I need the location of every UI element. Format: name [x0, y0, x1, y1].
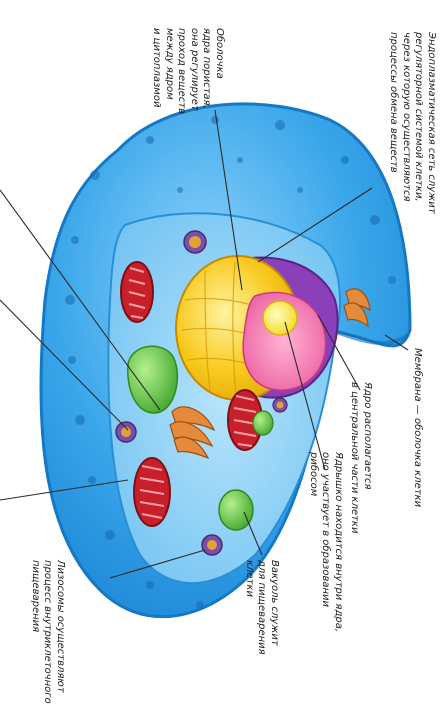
label-line: для пищеварения [256, 560, 268, 655]
leader-line-left-3 [0, 479, 129, 501]
label-line: Эндоплазматическая сеть служит [426, 32, 437, 214]
leader-line-er [257, 187, 373, 263]
golgi-apparatus [343, 288, 371, 328]
label-line: процессы обмена веществ [388, 32, 400, 173]
leader-line-vacuole [243, 511, 263, 556]
mitochondrion [133, 457, 171, 527]
leader-line-nucleus [317, 314, 361, 391]
nucleolus [262, 300, 298, 336]
leader-lines [0, 109, 409, 579]
golgi-apparatus [169, 406, 216, 460]
label-nucleus: Ядро располагается в центральной части к… [348, 382, 374, 534]
lysosome [201, 534, 223, 556]
label-line: Лизосомы осуществляют [55, 560, 66, 693]
lysosome [183, 230, 207, 254]
label-line: регуляторной системой клетки, [413, 32, 425, 202]
leader-line-envelope [214, 109, 243, 291]
label-vacuole: Вакуоль служит для пищеварения клетки [243, 560, 280, 655]
label-membrane: Мембрана — оболочка клетки [411, 348, 423, 508]
leader-line-left-1 [0, 189, 161, 411]
vacuole [252, 410, 274, 436]
label-line: и цитоплазмой [151, 28, 163, 108]
label-line: Ядро располагается [362, 382, 373, 490]
label-line: Вакуоль служит [269, 560, 280, 646]
label-line: она регулирует [189, 28, 200, 111]
label-endoplasmic-reticulum: Эндоплазматическая сеть служит регулятор… [387, 32, 438, 214]
label-line: пищеварения [30, 560, 41, 633]
mitochondrion [120, 261, 154, 323]
label-line: оно участвует в образовании [320, 452, 332, 608]
label-line: в центральной части клетки [349, 382, 361, 534]
lysosome [272, 397, 288, 413]
leader-line-membrane [384, 334, 409, 351]
vacuole [218, 489, 254, 531]
label-line: между ядром [164, 28, 175, 100]
label-line: ядра пористая, [201, 28, 213, 109]
surface-pores [65, 116, 396, 609]
label-line: клетки [244, 560, 255, 597]
label-line: Оболочка [214, 28, 225, 79]
label-nuclear-envelope: Оболочка ядра пористая, она регулирует п… [150, 28, 226, 114]
label-line: проход веществ [176, 28, 188, 114]
label-line: рибосом [308, 452, 319, 497]
mitochondrion [227, 389, 263, 451]
label-line: процесс внутриклеточного [42, 560, 54, 704]
label-nucleolus: Ядрышко находится внутри ядра, оно участ… [307, 452, 344, 633]
label-lysosome: Лизосомы осуществляют процесс внутриклет… [29, 560, 66, 704]
vacuole [127, 345, 179, 414]
lysosome [115, 421, 137, 443]
leader-line-left-2 [0, 299, 129, 431]
label-line: Ядрышко находится внутри ядра, [333, 452, 344, 633]
leader-line-nucleolus [284, 321, 326, 471]
leader-line-lysosome [109, 549, 206, 579]
label-line: через которую осуществляются [401, 32, 412, 202]
label-line: Мембрана — оболочка клетки [412, 348, 423, 508]
